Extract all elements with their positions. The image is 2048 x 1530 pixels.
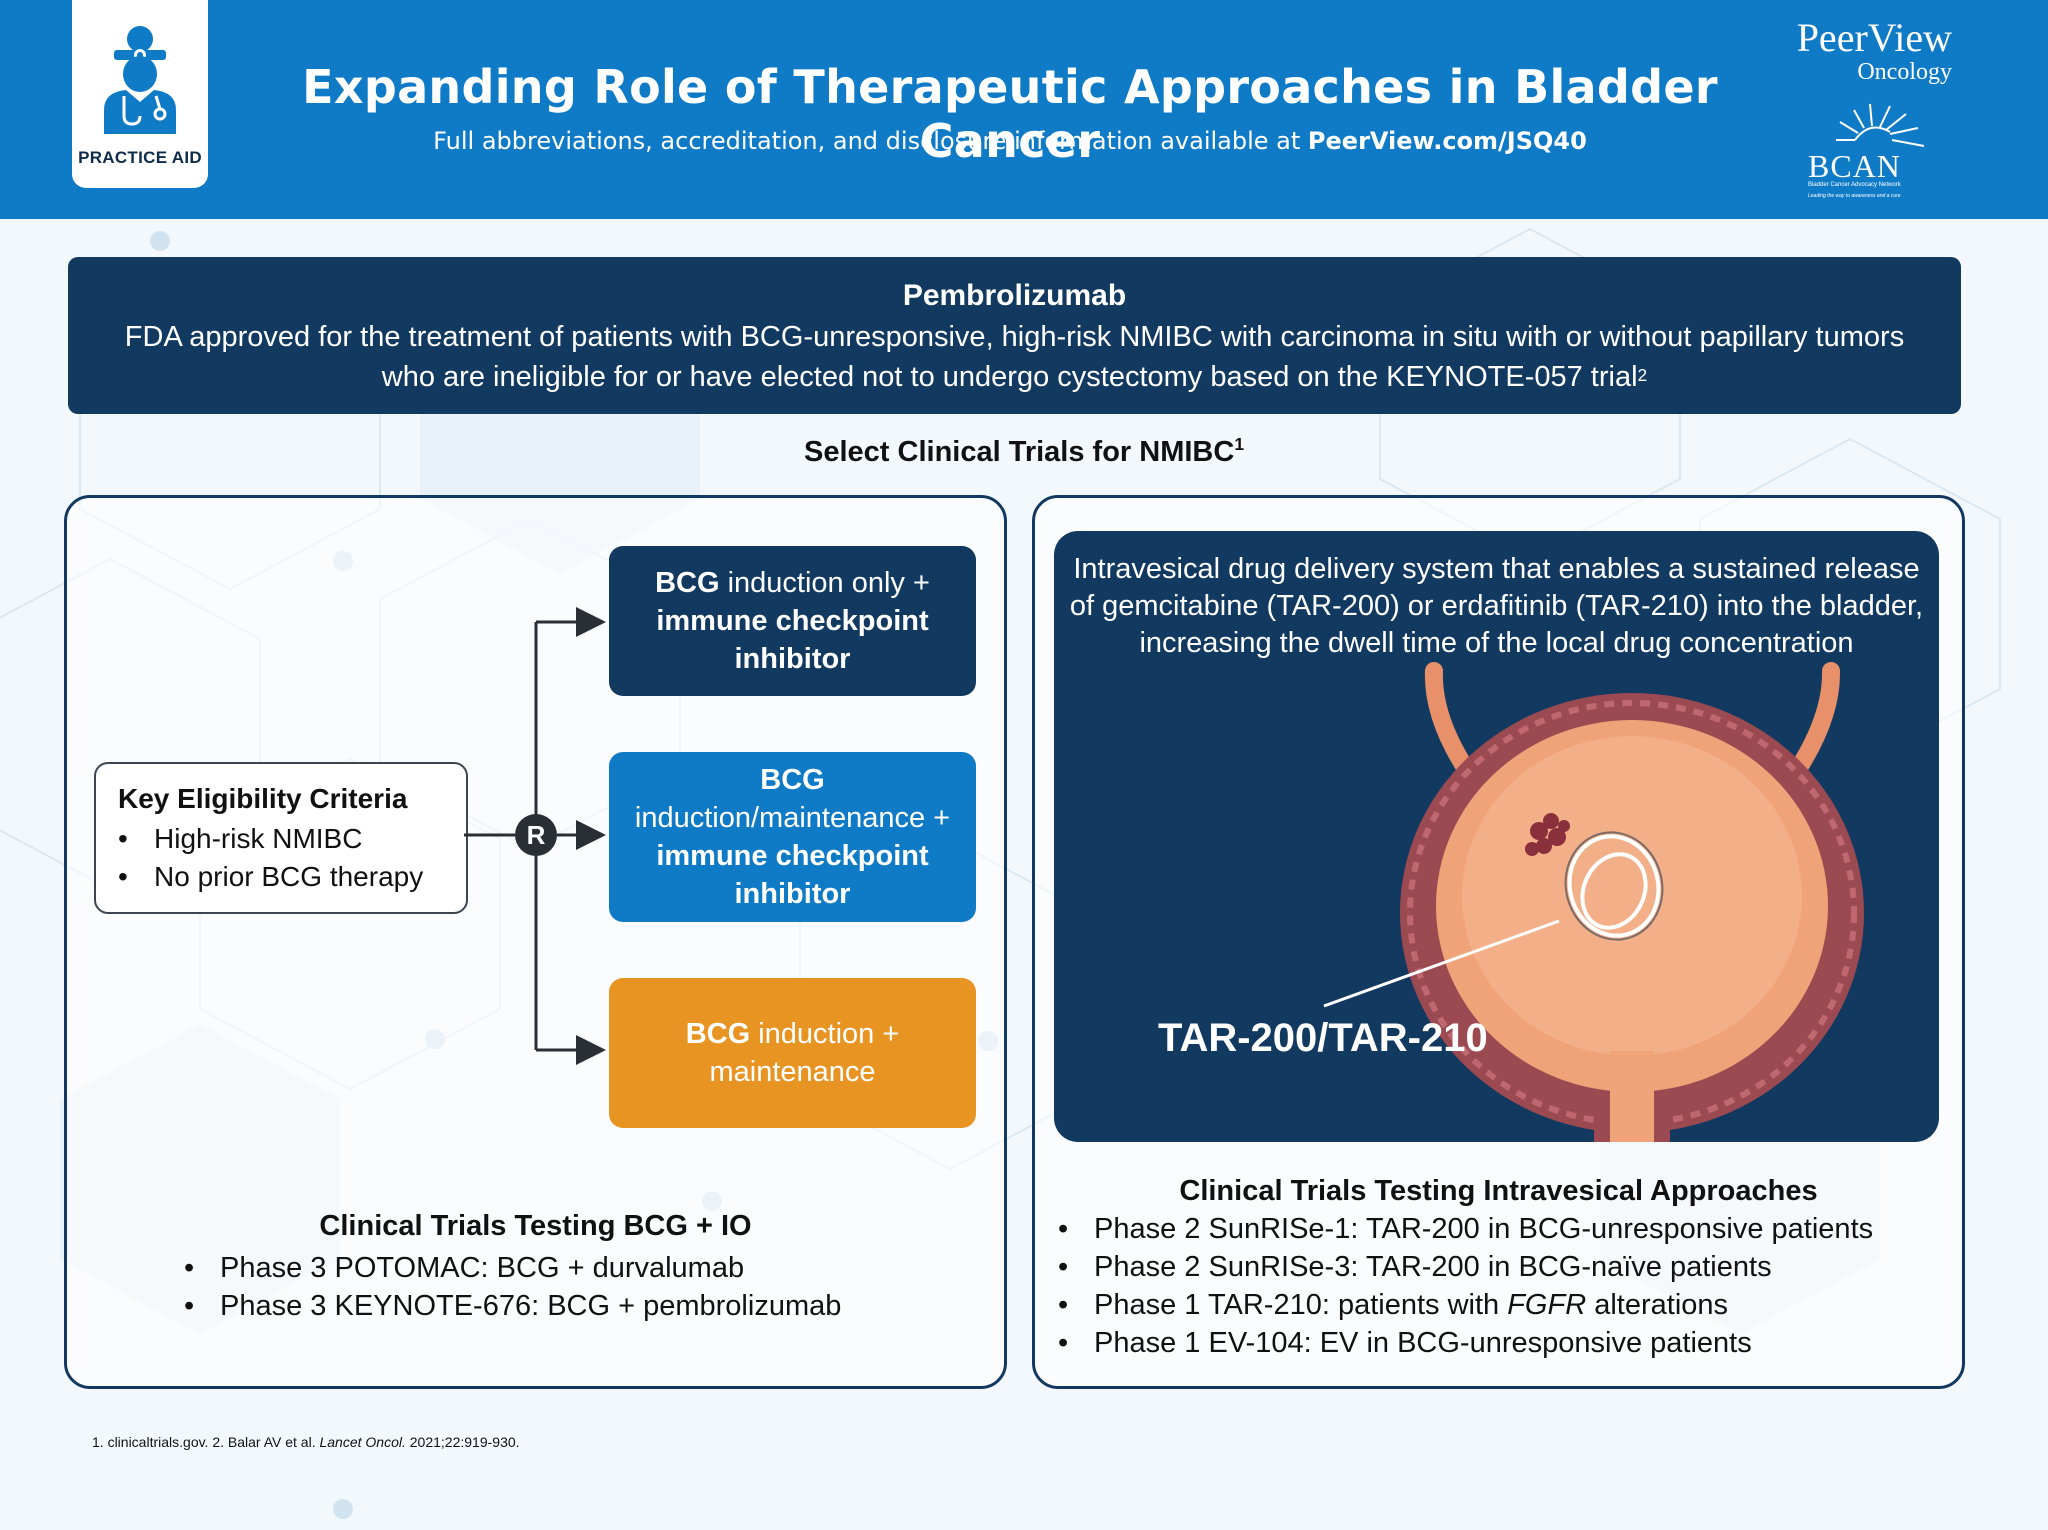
section-title: Select Clinical Trials for NMIBC1: [0, 434, 2048, 469]
bcan-sun-icon: [1836, 103, 1925, 147]
page-subtitle: Full abbreviations, accreditation, and d…: [260, 127, 1760, 155]
practice-aid-label: PRACTICE AID: [78, 148, 202, 167]
trial3-suffix: alterations: [1586, 1289, 1729, 1321]
intravesical-trials-list: Phase 2 SunRISe-1: TAR-200 in BCG-unresp…: [1058, 1210, 1965, 1362]
peerview-wordmark: PeerView: [1796, 15, 1952, 60]
bcan-tagline: Bladder Cancer Advocacy Network: [1808, 182, 1901, 188]
bcg-io-trials-title: Clinical Trials Testing BCG + IO: [319, 1210, 752, 1242]
arm3-text: induction +: [750, 1018, 900, 1050]
intravesical-trials: Clinical Trials Testing Intravesical App…: [1032, 1175, 1965, 1362]
header-bar: PRACTICE AID Expanding Role of Therapeut…: [0, 0, 2048, 219]
arm2-bcg: BCG: [760, 764, 825, 796]
eligibility-criteria-box: Key Eligibility Criteria High-risk NMIBC…: [94, 762, 468, 914]
trial-item: Phase 3 POTOMAC: BCG + durvalumab: [184, 1249, 1007, 1287]
banner-title: Pembrolizumab: [902, 279, 1127, 312]
subtitle-text: Full abbreviations, accreditation, and d…: [433, 127, 1308, 155]
trial-item: Phase 3 KEYNOTE-676: BCG + pembrolizumab: [184, 1287, 1007, 1325]
arm-bcg-maintenance-ici: BCG induction/maintenance + immune check…: [609, 752, 976, 922]
footnote-suffix: 2021;22:919-930.: [405, 1434, 520, 1450]
page-title: Expanding Role of Therapeutic Approaches…: [302, 60, 1718, 168]
footnote-journal: Lancet Oncol.: [319, 1434, 406, 1450]
trial3-prefix: Phase 1 TAR-210: patients with: [1094, 1289, 1508, 1321]
section-ref: 1: [1234, 434, 1244, 454]
criteria-item: High-risk NMIBC: [118, 820, 423, 858]
trial-item: Phase 2 SunRISe-3: TAR-200 in BCG-naïve …: [1058, 1248, 1965, 1286]
trial-item: Phase 1 TAR-210: patients with FGFR alte…: [1058, 1286, 1965, 1324]
arm2-text: induction/maintenance +: [634, 802, 951, 834]
bladder-illustration: [1323, 662, 1864, 1142]
section-title-text: Select Clinical Trials for NMIBC: [804, 436, 1235, 468]
practice-aid-badge: PRACTICE AID: [72, 0, 208, 188]
bcan-wordmark: BCAN: [1808, 148, 1901, 184]
intravesical-illustration-box: Intravesical drug delivery system that e…: [1054, 531, 1939, 1142]
peerview-logo: PeerView Oncology: [1796, 15, 1952, 85]
arm1-ici: immune checkpoint inhibitor: [656, 605, 929, 675]
criteria-list: High-risk NMIBC No prior BCG therapy: [118, 820, 423, 896]
references-footnote: 1. clinicaltrials.gov. 2. Balar AV et al…: [92, 1434, 520, 1450]
randomize-node: R: [515, 814, 557, 856]
oncology-wordmark: Oncology: [1857, 59, 1952, 85]
bcg-io-trials-list: Phase 3 POTOMAC: BCG + durvalumab Phase …: [184, 1249, 1007, 1325]
criteria-title: Key Eligibility Criteria: [118, 783, 408, 814]
arm2-ici: immune checkpoint inhibitor: [656, 840, 929, 910]
arm1-bcg: BCG: [655, 567, 720, 599]
trial3-gene: FGFR: [1507, 1289, 1587, 1321]
bcan-motto: Leading the way to awareness and a cure: [1808, 193, 1901, 199]
arm3-text2: maintenance: [709, 1056, 876, 1088]
device-label: TAR-200/TAR-210: [1158, 1016, 1488, 1060]
criteria-item: No prior BCG therapy: [118, 858, 423, 896]
banner-text: FDA approved for the treatment of patien…: [108, 317, 1921, 397]
arm1-text: induction only +: [719, 567, 930, 599]
arm-bcg-induction-ici: BCG induction only + immune checkpoint i…: [609, 546, 976, 696]
banner-body: FDA approved for the treatment of patien…: [124, 321, 1905, 393]
peerview-link[interactable]: PeerView.com/JSQ40: [1307, 127, 1587, 155]
arm-bcg-control: BCG induction + maintenance: [609, 978, 976, 1128]
trial-item: Phase 1 EV-104: EV in BCG-unresponsive p…: [1058, 1324, 1965, 1362]
pembrolizumab-banner: Pembrolizumab FDA approved for the treat…: [68, 257, 1961, 414]
intravesical-description: Intravesical drug delivery system that e…: [1069, 553, 1924, 659]
doctor-icon: [104, 26, 176, 134]
trial-item: Phase 2 SunRISe-1: TAR-200 in BCG-unresp…: [1058, 1210, 1965, 1248]
bcg-io-trials: Clinical Trials Testing BCG + IO Phase 3…: [64, 1210, 1007, 1325]
intravesical-trials-title: Clinical Trials Testing Intravesical App…: [1179, 1175, 1818, 1207]
banner-ref: 2: [1637, 365, 1648, 385]
arm3-bcg: BCG: [685, 1018, 751, 1050]
footnote-prefix: 1. clinicaltrials.gov. 2. Balar AV et al…: [92, 1434, 320, 1450]
